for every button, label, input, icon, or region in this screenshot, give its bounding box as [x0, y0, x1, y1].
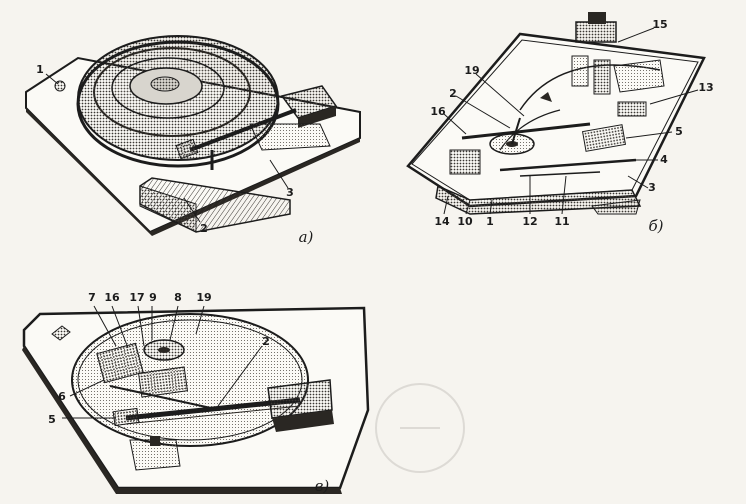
label-b-5: 5: [675, 125, 683, 138]
label-b-1: 1: [486, 215, 494, 228]
label-b-14: 14: [434, 215, 450, 228]
label-b-4: 4: [660, 153, 668, 166]
label-a-1: 1: [36, 63, 44, 76]
label-a-2: 2: [200, 222, 208, 235]
label-b-19: 19: [464, 64, 480, 77]
figure-a-turntable: [25, 35, 361, 236]
figure-b-chassis: [406, 12, 706, 215]
label-b-15: 15: [652, 18, 668, 31]
label-b-16: 16: [430, 105, 446, 118]
label-c-16: 16: [104, 291, 120, 304]
figure-c-turntable-open: [22, 305, 370, 494]
label-c-17: 17: [129, 291, 145, 304]
label-b-12: 12: [522, 215, 538, 228]
caption-c: в): [314, 477, 330, 495]
label-c-6: 6: [58, 390, 66, 403]
label-c-7: 7: [88, 291, 96, 304]
label-b-10: 10: [457, 215, 473, 228]
caption-a: а): [298, 228, 314, 246]
label-b-2: 2: [449, 87, 457, 100]
label-b-13: 13: [698, 81, 714, 94]
label-c-2: 2: [262, 335, 270, 348]
label-c-19: 19: [196, 291, 212, 304]
label-c-9: 9: [149, 291, 157, 304]
label-c-8: 8: [174, 291, 182, 304]
label-a-3: 3: [286, 186, 294, 199]
label-c-5: 5: [48, 413, 56, 426]
faint-center-mark: [375, 383, 465, 473]
caption-b: б): [648, 217, 664, 235]
label-b-3: 3: [648, 181, 656, 194]
label-b-11: 11: [554, 215, 570, 228]
